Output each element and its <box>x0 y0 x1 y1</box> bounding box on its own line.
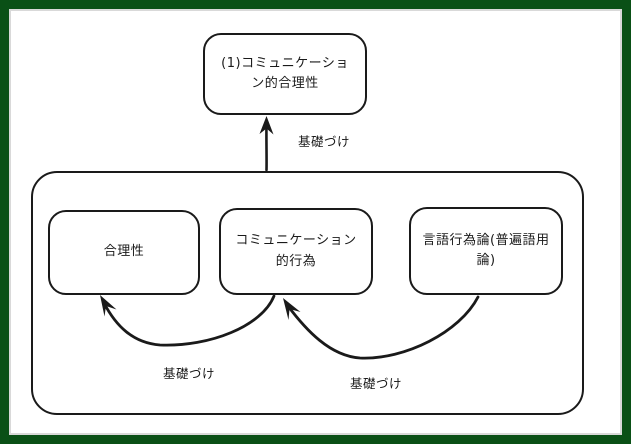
edge-label-speechact-to-action: 基礎づけ <box>350 376 403 391</box>
node-communicative-action-label: コミュニケーション 的行為 <box>235 233 357 269</box>
edge-label-group-to-top: 基礎づけ <box>298 134 351 149</box>
node-rationality[interactable]: 合理性 <box>48 210 200 295</box>
node-rationality-label: 合理性 <box>103 244 145 260</box>
node-communicative-action[interactable]: コミュニケーション 的行為 <box>219 208 373 295</box>
node-communicative-rationality[interactable]: (1)コミュニケーショ ン的合理性 <box>203 33 367 115</box>
arrow-group-to-top-icon <box>259 116 274 172</box>
node-communicative-rationality-label: (1)コミュニケーショ ン的合理性 <box>221 55 349 91</box>
node-speech-act-theory-label: 言語行為論(普遍語用 論) <box>422 232 550 268</box>
edge-label-action-to-rationality: 基礎づけ <box>163 366 216 381</box>
node-speech-act-theory[interactable]: 言語行為論(普遍語用 論) <box>409 207 563 295</box>
